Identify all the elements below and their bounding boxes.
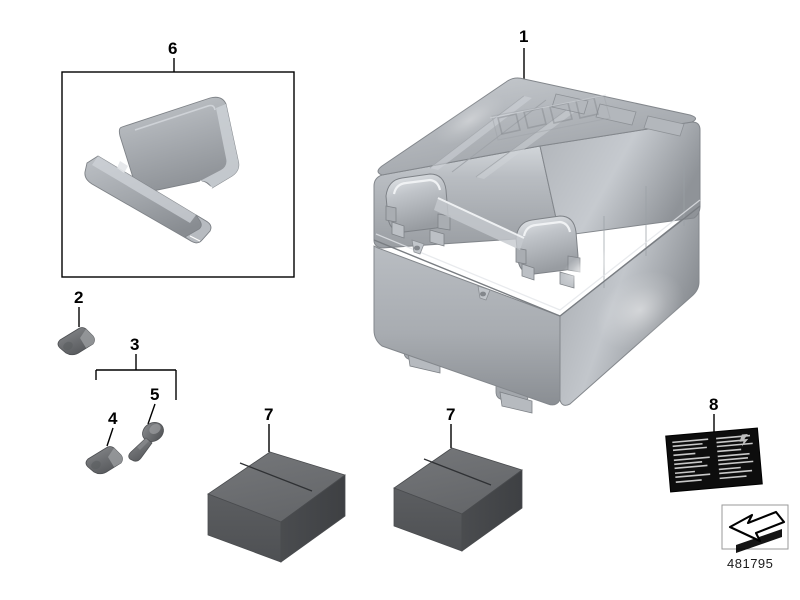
foam-block-left-shape [207,451,346,563]
lock-barrel-upper-shape [57,327,95,356]
key-shape [128,421,164,462]
latch-right [477,215,581,301]
topcase-assembly-shape [373,77,701,414]
callout-7-right: 7 [446,405,456,424]
callout-4: 4 [108,409,118,428]
lock-barrel-lower-shape [85,446,123,475]
callout-6: 6 [168,39,178,58]
hardware-group [57,327,164,475]
leader-lines [78,48,715,452]
warning-label-shape [665,427,763,493]
callout-8: 8 [709,395,719,414]
callout-7-left: 7 [264,405,274,424]
foam-block-right-shape [393,447,523,552]
latch-left [385,173,451,255]
callout-2: 2 [74,288,84,307]
callout-1: 1 [519,27,529,46]
diagram-part-number: 481795 [727,556,774,571]
trim-inset-box-group [61,71,295,278]
callout-3: 3 [130,335,140,354]
callout-5: 5 [150,385,160,404]
arrow-direction-icon-box [721,504,789,553]
